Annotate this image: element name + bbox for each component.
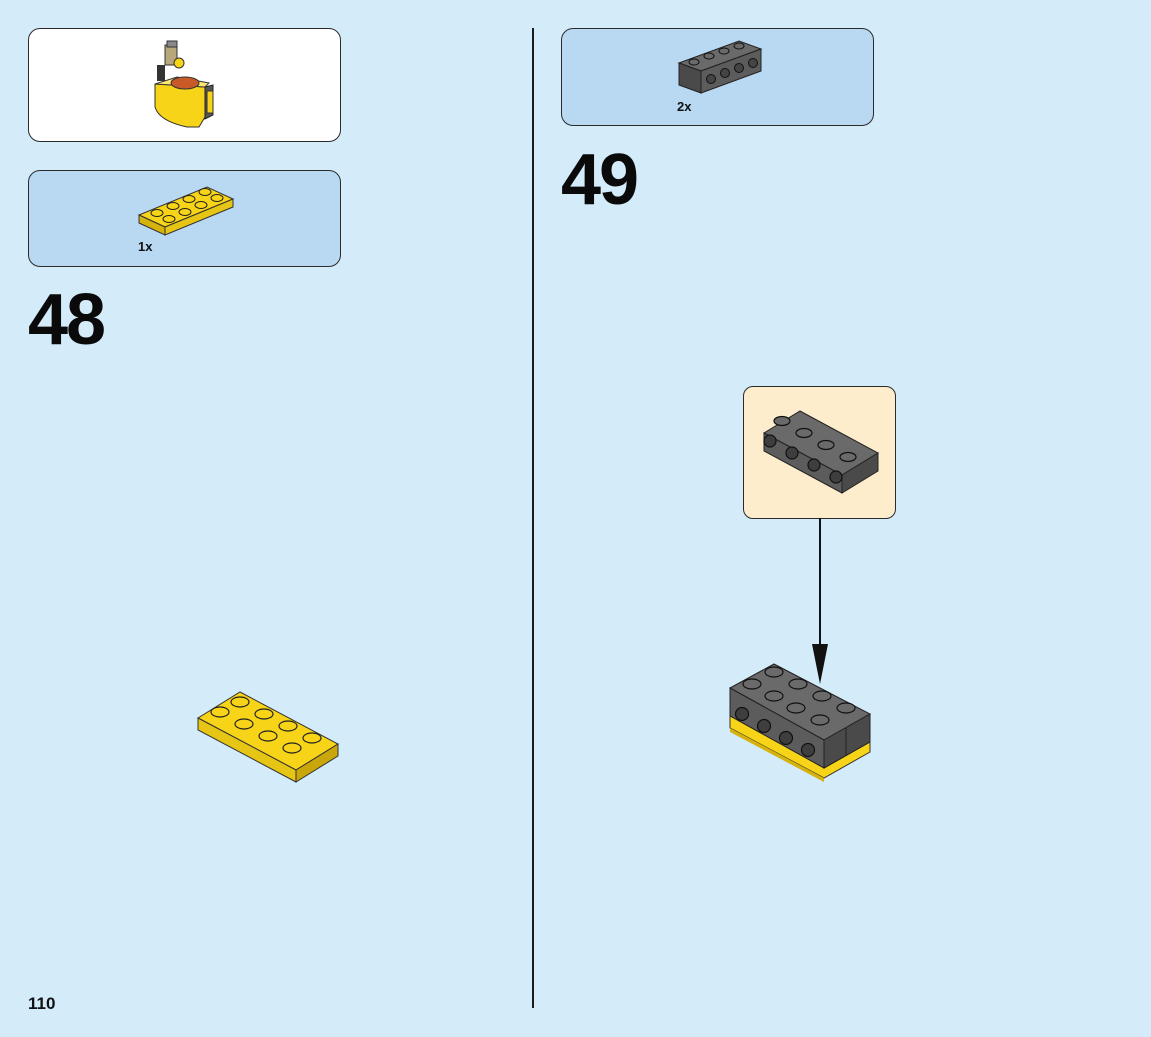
step-48-assembly-yellow-plate [196,691,340,783]
subassembly-box [28,28,341,142]
column-divider [532,28,534,1008]
gray-brick-1x4-side-studs-callout-image [762,410,880,494]
yellow-vehicle-subassembly-image [154,40,214,128]
callout-box [743,386,896,519]
page-number: 110 [28,994,56,1013]
parts-list-step-49: 2x [561,28,874,126]
yellow-plate-2x4-part-image [137,186,235,236]
step-49-assembly-bricks-on-plate [728,663,872,782]
placement-arrow [812,518,828,684]
parts-list-step-48: 1x [28,170,341,267]
step-number: 48 [28,280,106,360]
part-quantity: 2x [677,99,692,114]
step-number: 49 [561,140,639,220]
gray-brick-1x4-side-studs-part-image [677,40,763,94]
part-quantity: 1x [138,239,153,254]
